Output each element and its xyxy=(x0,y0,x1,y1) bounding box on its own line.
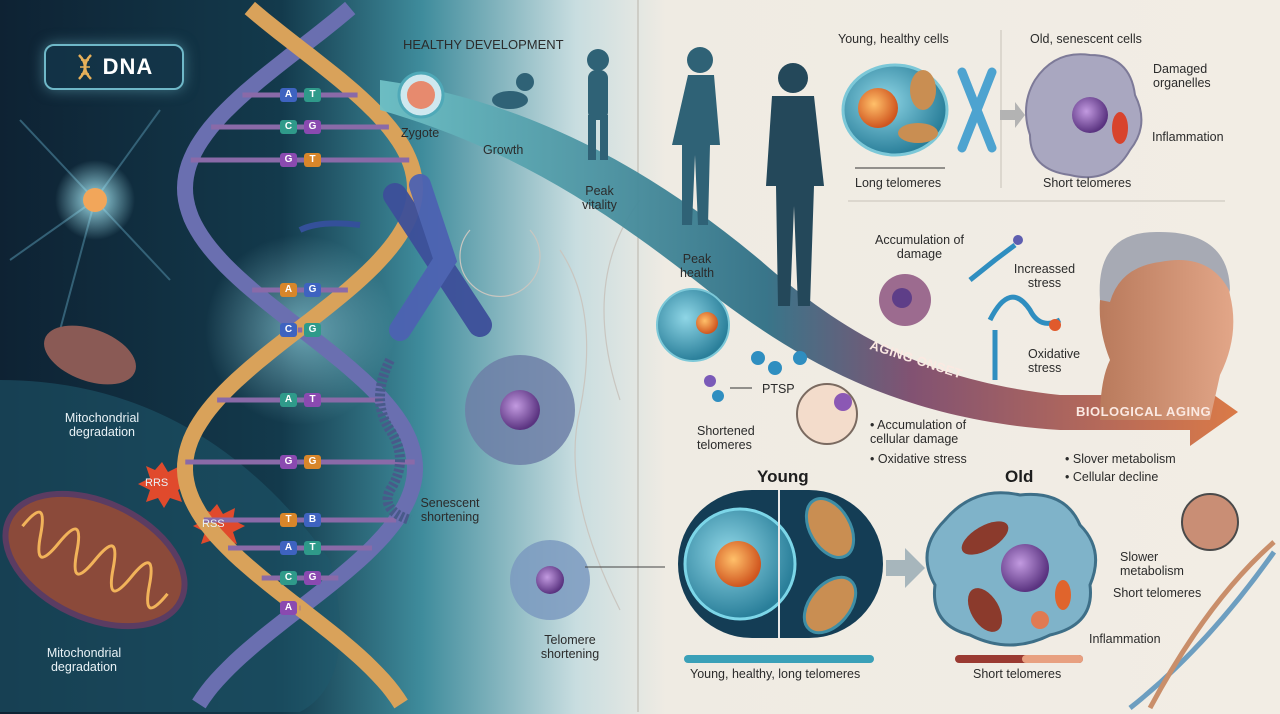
aging-bullet-1: • Slover metabolism xyxy=(1065,452,1176,466)
dna-base: A xyxy=(280,283,297,297)
oxidative-stress-label: Oxidative stress xyxy=(1028,347,1081,375)
telomere-shortening-label: Telomere shortening xyxy=(540,633,600,661)
accumulation-of-damage-label: Accumulation of damage xyxy=(875,233,964,261)
biological-aging-label: BIOLOGICAL AGING xyxy=(1076,404,1212,419)
dna-base: T xyxy=(304,153,321,167)
dna-badge: DNA xyxy=(44,44,184,90)
dna-base: T xyxy=(304,393,321,407)
stage-zygote: Zygote xyxy=(401,126,440,140)
dna-base: G xyxy=(304,283,321,297)
dna-strand xyxy=(176,1,424,709)
dna-base: G xyxy=(304,571,321,585)
dna-base: G xyxy=(280,455,297,469)
short-telomeres-bottom-label: Short telomeres xyxy=(1113,586,1202,600)
dna-base: G xyxy=(280,153,297,167)
short-telomeres-label: Short telomeres xyxy=(1043,176,1132,190)
dna-base: G xyxy=(304,120,321,134)
dna-base: A xyxy=(280,601,297,615)
dna-strand xyxy=(176,1,424,709)
dna-base: C xyxy=(280,120,297,134)
dna-base: G xyxy=(304,455,321,469)
dna-base: B xyxy=(304,513,321,527)
dna-base: A xyxy=(280,541,297,555)
old-caption: Short telomeres xyxy=(973,667,1062,681)
dna-helix-icon xyxy=(77,54,92,80)
damaged-organelles-label: Damaged organelles xyxy=(1153,62,1211,90)
dna-base: C xyxy=(280,571,297,585)
shortened-telomeres-label: Shortened telomeres xyxy=(697,424,755,452)
ptsp-label: PTSP xyxy=(762,382,795,396)
slower-metabolism-label: Slower metabolism xyxy=(1120,550,1184,578)
dna-helix xyxy=(176,1,424,709)
aging-bullet-2: • Cellular decline xyxy=(1065,470,1159,484)
damage-bullet-1: • Accumulation of cellular damage xyxy=(870,418,967,446)
senescent-shortening-label: Senescent shortening xyxy=(420,496,480,524)
young-title: Young xyxy=(757,467,809,486)
old-cells-title: Old, senescent cells xyxy=(1030,32,1142,46)
dna-base: A xyxy=(280,88,297,102)
old-title: Old xyxy=(1005,467,1034,486)
dna-base: C xyxy=(280,323,297,337)
stage-peak-vitality: Peak vitality xyxy=(582,184,617,212)
dna-base: G xyxy=(304,323,321,337)
young-cells-title: Young, healthy cells xyxy=(838,32,949,46)
stage-peak-health: Peak health xyxy=(679,252,715,280)
inflammation-label: Inflammation xyxy=(1152,130,1224,144)
long-telomeres-label: Long telomeres xyxy=(855,176,942,190)
ros-label-1: RRS xyxy=(145,477,169,489)
dna-base: A xyxy=(280,393,297,407)
dna-base: T xyxy=(304,541,321,555)
young-caption: Young, healthy, long telomeres xyxy=(690,667,861,681)
inflammation-bottom-label: Inflammation xyxy=(1089,632,1161,646)
dna-base: T xyxy=(280,513,297,527)
dna-base: T xyxy=(304,88,321,102)
mito-degradation-top: Mitochondrial degradation xyxy=(64,411,140,439)
mito-degradation-bottom: Mitochondrial degradation xyxy=(46,646,122,674)
ros-label-2: RSS xyxy=(202,518,225,530)
stage-growth: Growth xyxy=(483,143,524,157)
damage-bullet-2: • Oxidative stress xyxy=(870,452,967,466)
increased-stress-label: Increassed stress xyxy=(1013,262,1076,290)
dna-badge-label: DNA xyxy=(102,54,154,79)
development-title: HEALTHY DEVELOPMENT xyxy=(403,37,564,52)
